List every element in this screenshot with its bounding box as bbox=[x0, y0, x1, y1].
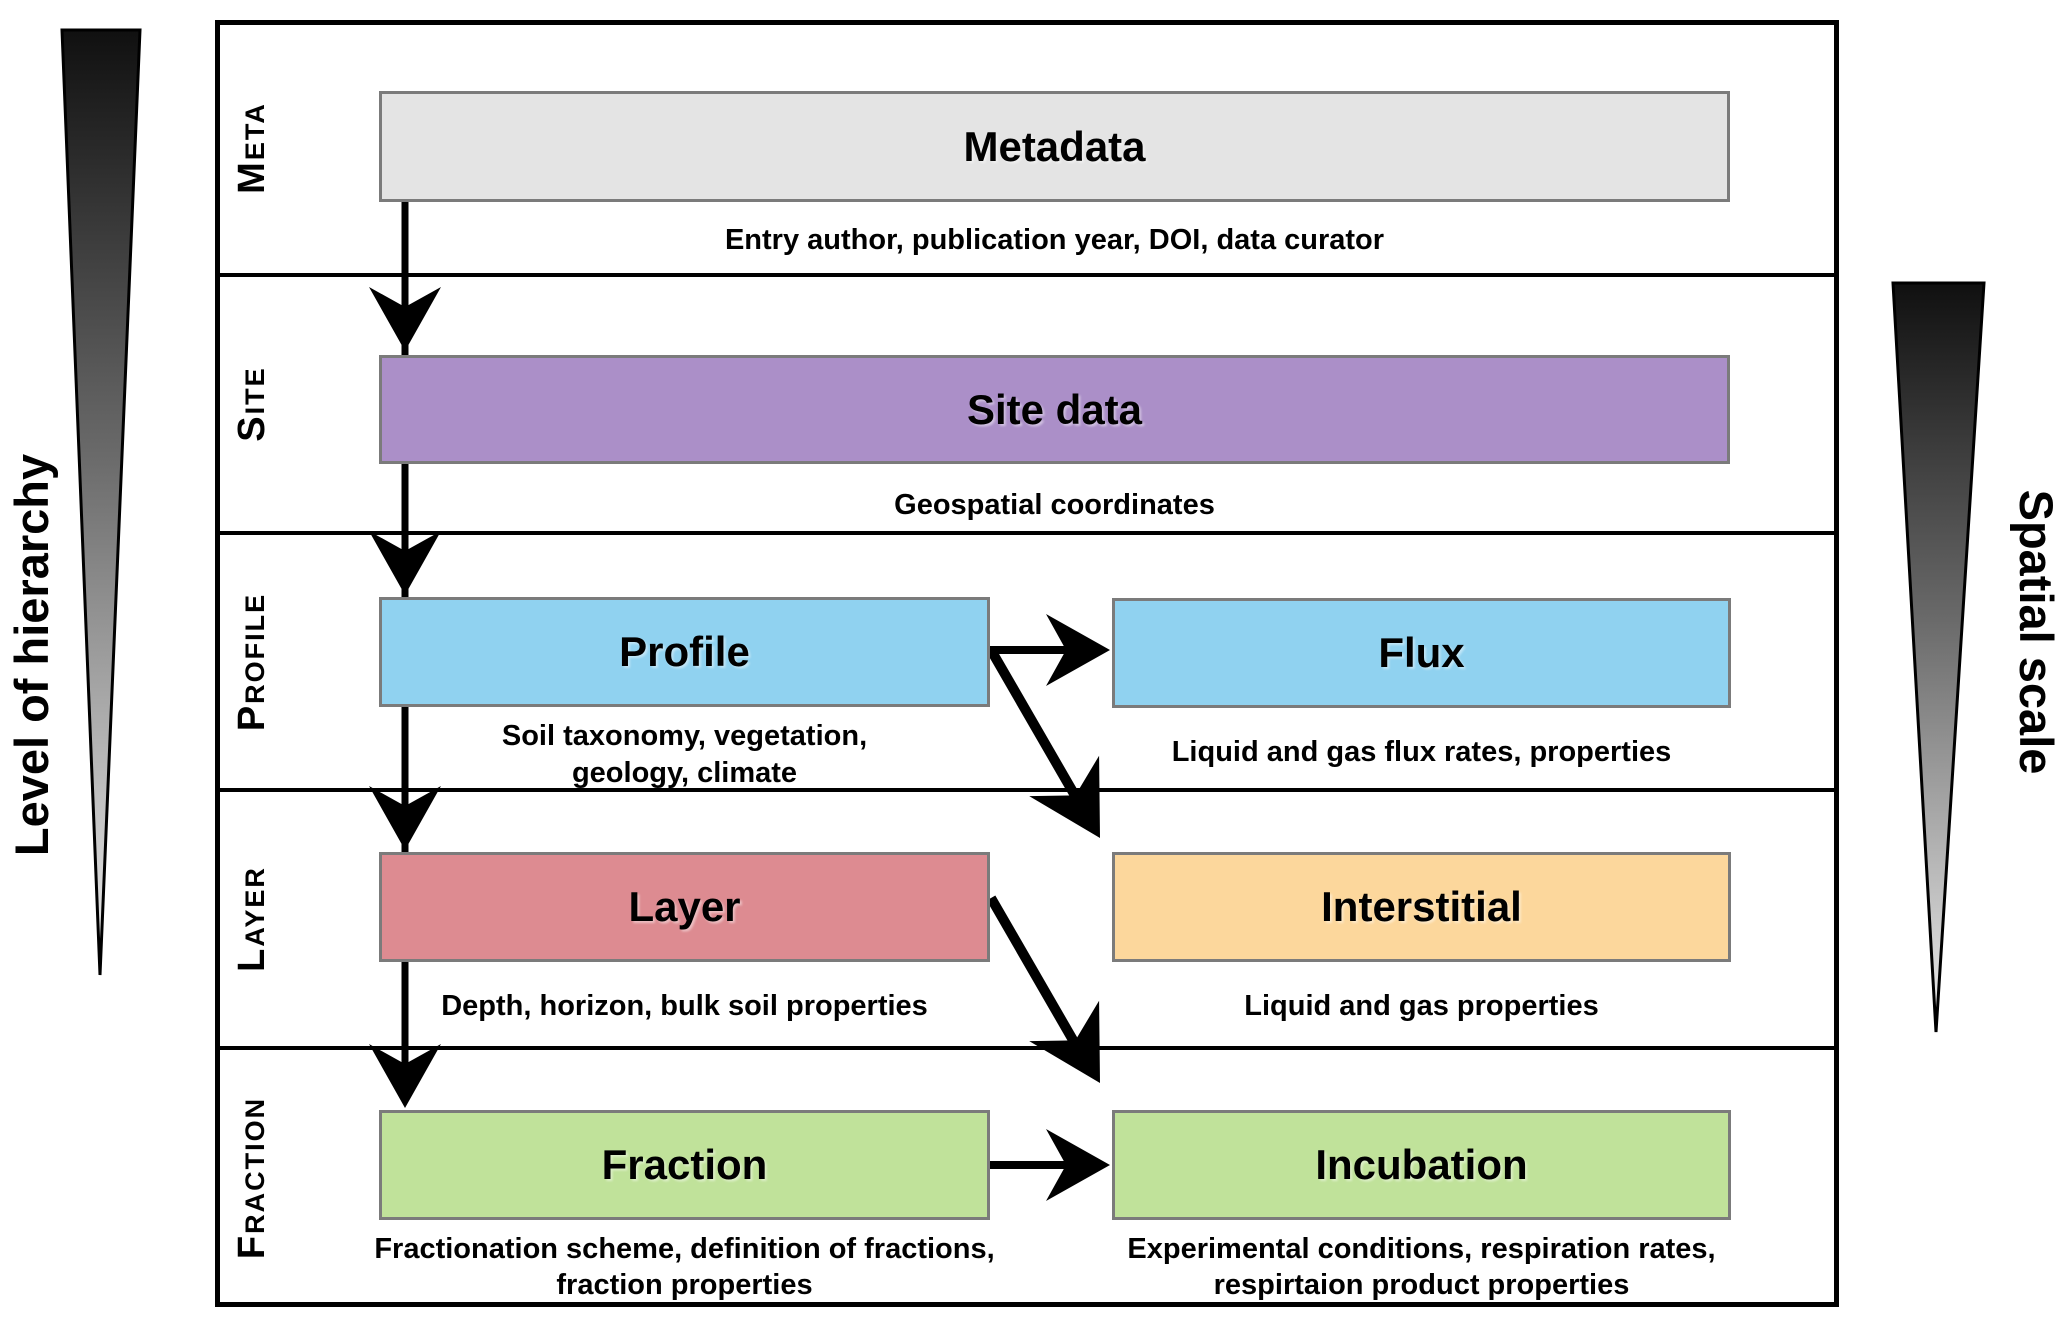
caption-flux: Liquid and gas flux rates, properties bbox=[1171, 736, 1672, 768]
box-site-data: Site data bbox=[379, 355, 1730, 464]
caption-incubation: Experimental conditions, respiration rat… bbox=[1127, 1233, 1716, 1301]
caption-site-data: Geospatial coordinates bbox=[894, 489, 1215, 521]
arrow-site-to-profile bbox=[369, 531, 441, 595]
box-metadata: Metadata bbox=[379, 91, 1730, 202]
diagram-frame bbox=[215, 20, 1839, 1307]
row-divider bbox=[215, 273, 1839, 277]
box-layer: Layer bbox=[379, 852, 990, 962]
caption-layer: Depth, horizon, bulk soil properties bbox=[441, 990, 928, 1022]
arrow-layer-to-incubation bbox=[1029, 1000, 1100, 1083]
arrow-profile-to-interstitial bbox=[1029, 755, 1100, 838]
row-label-site: Site bbox=[231, 366, 273, 442]
row-label-layer: Layer bbox=[231, 866, 273, 972]
box-incubation: Incubation bbox=[1112, 1110, 1731, 1220]
box-fraction: Fraction bbox=[379, 1110, 990, 1220]
hierarchy-gradient-triangle bbox=[60, 28, 142, 976]
box-interstitial: Interstitial bbox=[1112, 852, 1731, 962]
arrow-layer-to-incubation-shaft bbox=[986, 895, 1082, 1050]
caption-metadata: Entry author, publication year, DOI, dat… bbox=[724, 224, 1385, 256]
row-label-fraction: Fraction bbox=[231, 1096, 273, 1260]
box-profile: Profile bbox=[379, 597, 990, 707]
arrow-profile-to-layer bbox=[369, 786, 441, 850]
caption-fraction: Fractionation scheme, definition of frac… bbox=[374, 1233, 995, 1301]
caption-interstitial: Liquid and gas properties bbox=[1244, 990, 1599, 1022]
arrow-profile-to-interstitial-shaft bbox=[986, 647, 1082, 802]
row-label-profile: Profile bbox=[231, 592, 273, 732]
arrow-profile-to-flux bbox=[1046, 614, 1110, 686]
box-flux: Flux bbox=[1112, 598, 1731, 708]
row-label-meta: Meta bbox=[231, 102, 273, 194]
arrow-fraction-to-incubation bbox=[1046, 1129, 1110, 1201]
arrow-metadata-to-site bbox=[369, 287, 441, 351]
row-divider bbox=[215, 531, 1839, 535]
spatial-scale-gradient-triangle bbox=[1891, 281, 1986, 1033]
row-divider bbox=[215, 788, 1839, 792]
row-divider bbox=[215, 1046, 1839, 1050]
arrow-layer-to-fraction bbox=[369, 1044, 441, 1108]
caption-profile: Soil taxonomy, vegetation, geology, clim… bbox=[501, 720, 868, 789]
